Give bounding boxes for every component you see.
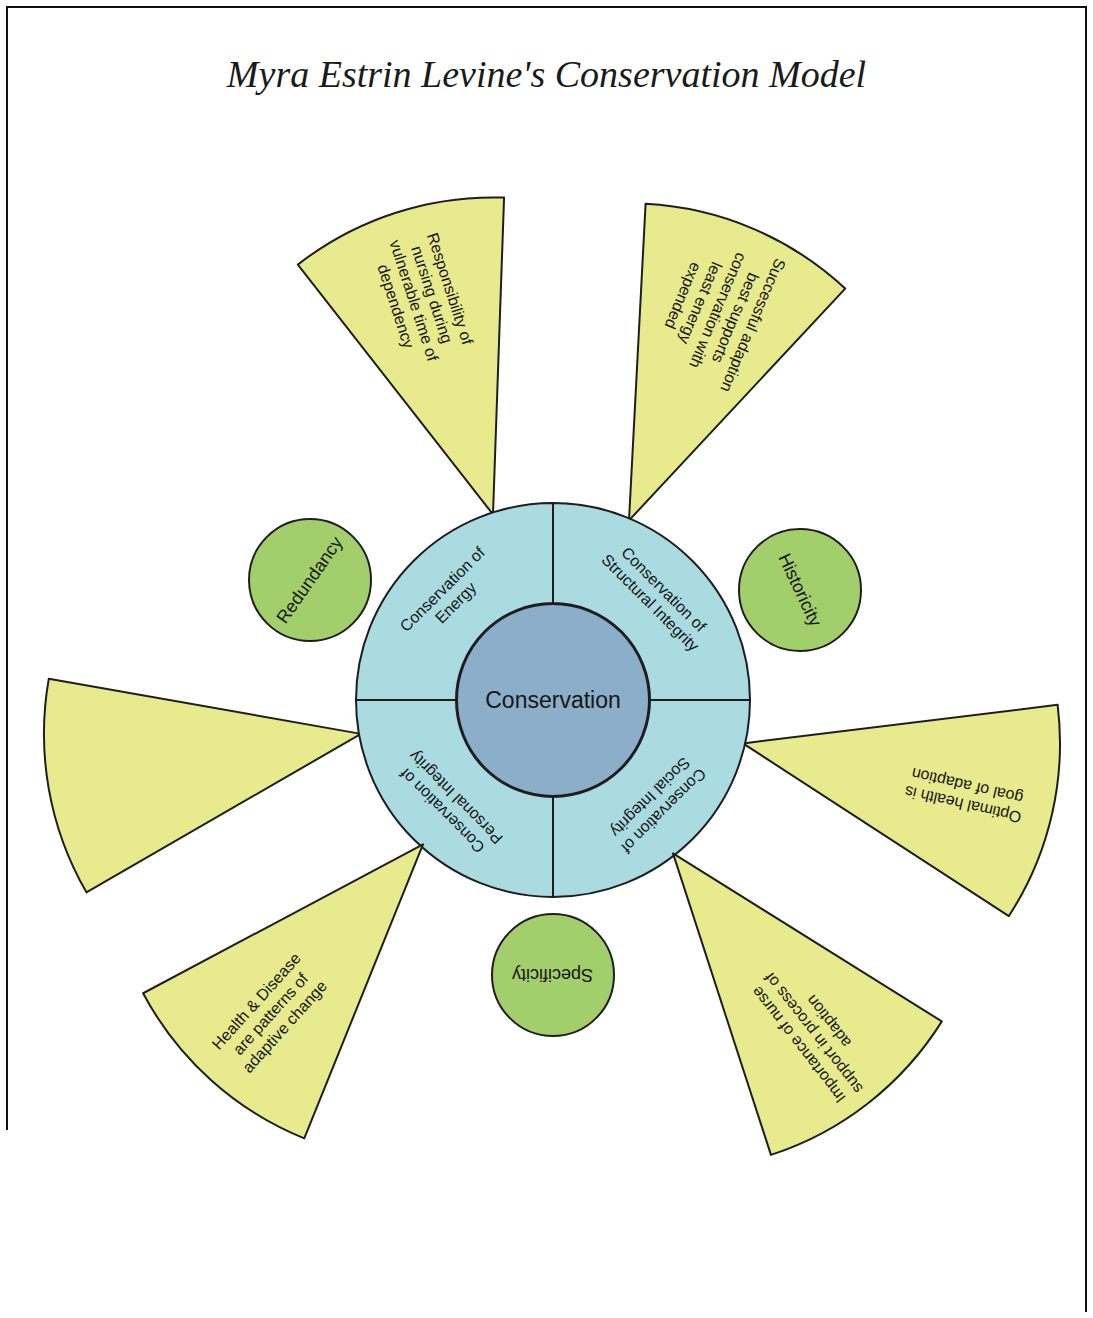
page-frame	[7, 7, 1086, 1312]
empty-wedge	[30, 627, 380, 896]
text-holder: Conservation	[485, 687, 621, 714]
wedge-shape	[719, 638, 1077, 921]
wedge-outline	[588, 787, 954, 1170]
ring-segment-outline	[553, 700, 750, 897]
diagram-title: Myra Estrin Levine's Conservation Model	[0, 52, 1093, 96]
concept-circle: Historicity	[738, 528, 862, 652]
principle-wedge: Responsibility of nursing during vulnera…	[292, 180, 596, 548]
wedge-outline	[130, 772, 503, 1153]
circle-outline	[249, 519, 371, 641]
wedge-outline	[719, 638, 1077, 921]
core-label: Conservation	[485, 687, 621, 714]
circle-outline	[457, 604, 649, 796]
concept-label: Specificity	[512, 964, 593, 986]
circle-outline	[739, 529, 861, 651]
circle-outline	[492, 914, 614, 1036]
wedge-shape	[292, 180, 596, 548]
text-holder: Specificity	[512, 964, 593, 986]
conservation-ring-segment: Conservation of Social Integrity	[549, 696, 754, 901]
wedge-outline	[292, 180, 596, 548]
concept-circle: Specificity	[491, 913, 615, 1037]
principle-wedge: Optimal health is goal of adaption	[719, 638, 1077, 921]
concept-circle: Redundancy	[248, 518, 372, 642]
